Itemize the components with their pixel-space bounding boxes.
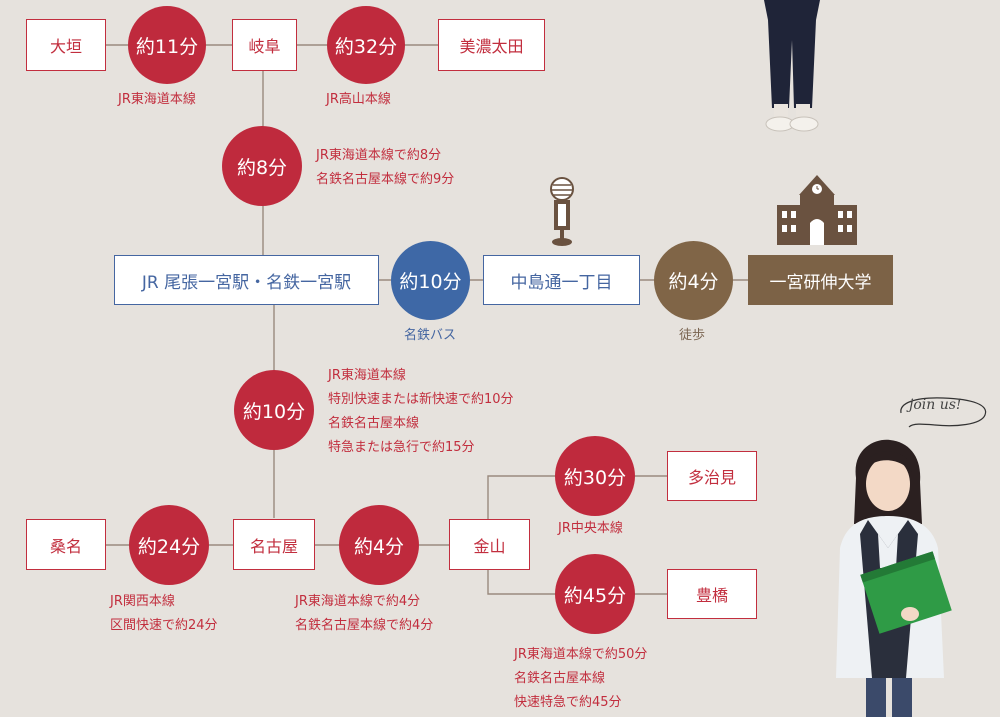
note-kanayama-toyohashi: JR東海道本線で約50分 名鉄名古屋本線 快速特急で約45分 (514, 643, 647, 715)
time-kanayama-toyohashi: 約45分 (555, 554, 635, 634)
station-kanayama: 金山 (449, 519, 530, 570)
note-line: 特急または急行で約15分 (328, 440, 475, 455)
note-line: JR東海道本線で約4分 (295, 594, 421, 609)
time-nagoya-kanayama: 約4分 (339, 505, 419, 585)
school-icon (777, 175, 857, 245)
time-kanayama-tajimi: 約30分 (555, 436, 635, 516)
station-nagoya: 名古屋 (233, 519, 315, 570)
note-gifu-ichinomiya: JR東海道本線で約8分 名鉄名古屋本線で約9分 (316, 144, 454, 192)
note-line: JR東海道本線で約50分 (514, 647, 648, 662)
note-line: 名鉄名古屋本線で約9分 (316, 172, 455, 187)
note-line: 徒歩 (679, 328, 706, 343)
note-ogaki-gifu: JR東海道本線 (118, 88, 196, 112)
note-line: JR高山本線 (326, 92, 391, 107)
station-toyohashi: 豊橋 (667, 569, 757, 619)
speech-bubble: join us! (895, 393, 991, 433)
time-nakajima-university: 約4分 (654, 241, 733, 320)
note-kanayama-tajimi: JR中央本線 (558, 517, 623, 541)
time-ogaki-gifu: 約11分 (128, 6, 206, 84)
note-line: JR中央本線 (558, 521, 623, 536)
note-line: JR東海道本線 (328, 368, 406, 383)
note-ichinomiya-nakajima: 名鉄バス (404, 324, 456, 348)
time-ichinomiya-nakajima: 約10分 (391, 241, 470, 320)
speech-bubble-text: join us! (909, 397, 962, 413)
note-line: JR東海道本線で約8分 (316, 148, 442, 163)
note-line: 特別快速または新快速で約10分 (328, 392, 514, 407)
note-ichinomiya-nagoya: JR東海道本線 特別快速または新快速で約10分 名鉄名古屋本線 特急または急行で… (328, 364, 514, 460)
bus-stop-icon (550, 177, 574, 246)
note-line: 名鉄名古屋本線 (514, 671, 606, 686)
note-line: 名鉄名古屋本線 (328, 416, 420, 431)
note-line: 名鉄名古屋本線で約4分 (295, 618, 434, 633)
station-minoota: 美濃太田 (438, 19, 545, 71)
time-kuwana-nagoya: 約24分 (129, 505, 209, 585)
station-ogaki: 大垣 (26, 19, 106, 71)
destination-university: 一宮研伸大学 (748, 255, 893, 305)
station-gifu: 岐阜 (232, 19, 297, 71)
note-line: 快速特急で約45分 (514, 695, 622, 710)
note-line: JR関西本線 (110, 594, 175, 609)
note-gifu-minoota: JR高山本線 (326, 88, 391, 112)
time-gifu-minoota: 約32分 (327, 6, 405, 84)
station-nakajima: 中島通一丁目 (483, 255, 640, 305)
student-photo (836, 439, 952, 717)
note-line: 名鉄バス (404, 328, 457, 343)
note-nakajima-university: 徒歩 (679, 324, 705, 348)
note-line: JR東海道本線 (118, 92, 196, 107)
note-nagoya-kanayama: JR東海道本線で約4分 名鉄名古屋本線で約4分 (295, 590, 433, 638)
time-ichinomiya-nagoya: 約10分 (234, 370, 314, 450)
speech-bubble-outline (900, 397, 987, 428)
station-kuwana: 桑名 (26, 519, 106, 570)
station-tajimi: 多治見 (667, 451, 757, 501)
station-ichinomiya: JR 尾張一宮駅・名鉄一宮駅 (114, 255, 379, 305)
note-line: 区間快速で約24分 (110, 618, 218, 633)
note-kuwana-nagoya: JR関西本線 区間快速で約24分 (110, 590, 218, 638)
student-figure-top (764, 0, 820, 132)
time-gifu-ichinomiya: 約8分 (222, 126, 302, 206)
